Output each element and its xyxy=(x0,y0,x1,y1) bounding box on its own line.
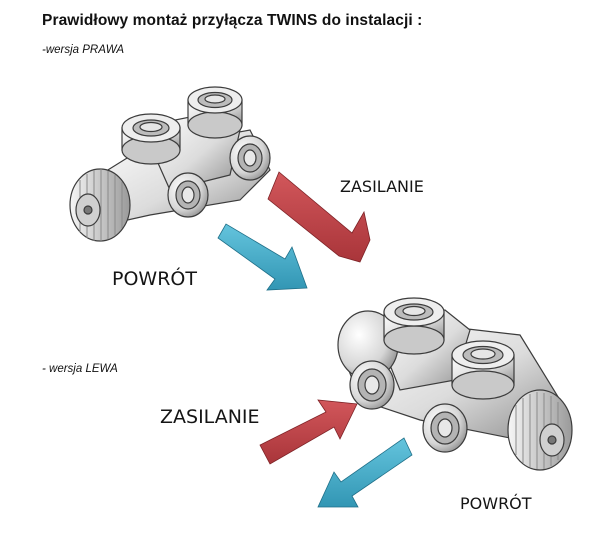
return-label-bottom: POWRÓT xyxy=(460,494,532,513)
knurled-knob xyxy=(507,389,573,471)
nut-right xyxy=(187,86,243,139)
return-label-top: POWRÓT xyxy=(112,268,197,290)
return-arrow-top xyxy=(217,223,308,291)
return-arrow-bottom xyxy=(317,437,413,508)
nut-left xyxy=(383,297,445,355)
port-front xyxy=(349,360,395,410)
port-back xyxy=(422,403,468,453)
nut-left xyxy=(121,113,181,165)
port-back xyxy=(229,135,271,181)
supply-label-bottom: ZASILANIE xyxy=(160,406,260,428)
knurled-knob xyxy=(69,168,131,242)
port-front xyxy=(167,172,209,218)
valve-left-version xyxy=(337,297,573,471)
valve-right-version xyxy=(69,86,271,242)
variant-right-label: -wersja PRAWA xyxy=(42,44,125,56)
supply-arrow-top xyxy=(267,171,371,263)
supply-label-top: ZASILANIE xyxy=(340,177,424,196)
page-title: Prawidłowy montaż przyłącza TWINS do ins… xyxy=(42,12,423,29)
variant-left-label: - wersja LEWA xyxy=(42,363,118,375)
nut-right xyxy=(451,340,515,400)
supply-arrow-bottom xyxy=(259,399,358,465)
